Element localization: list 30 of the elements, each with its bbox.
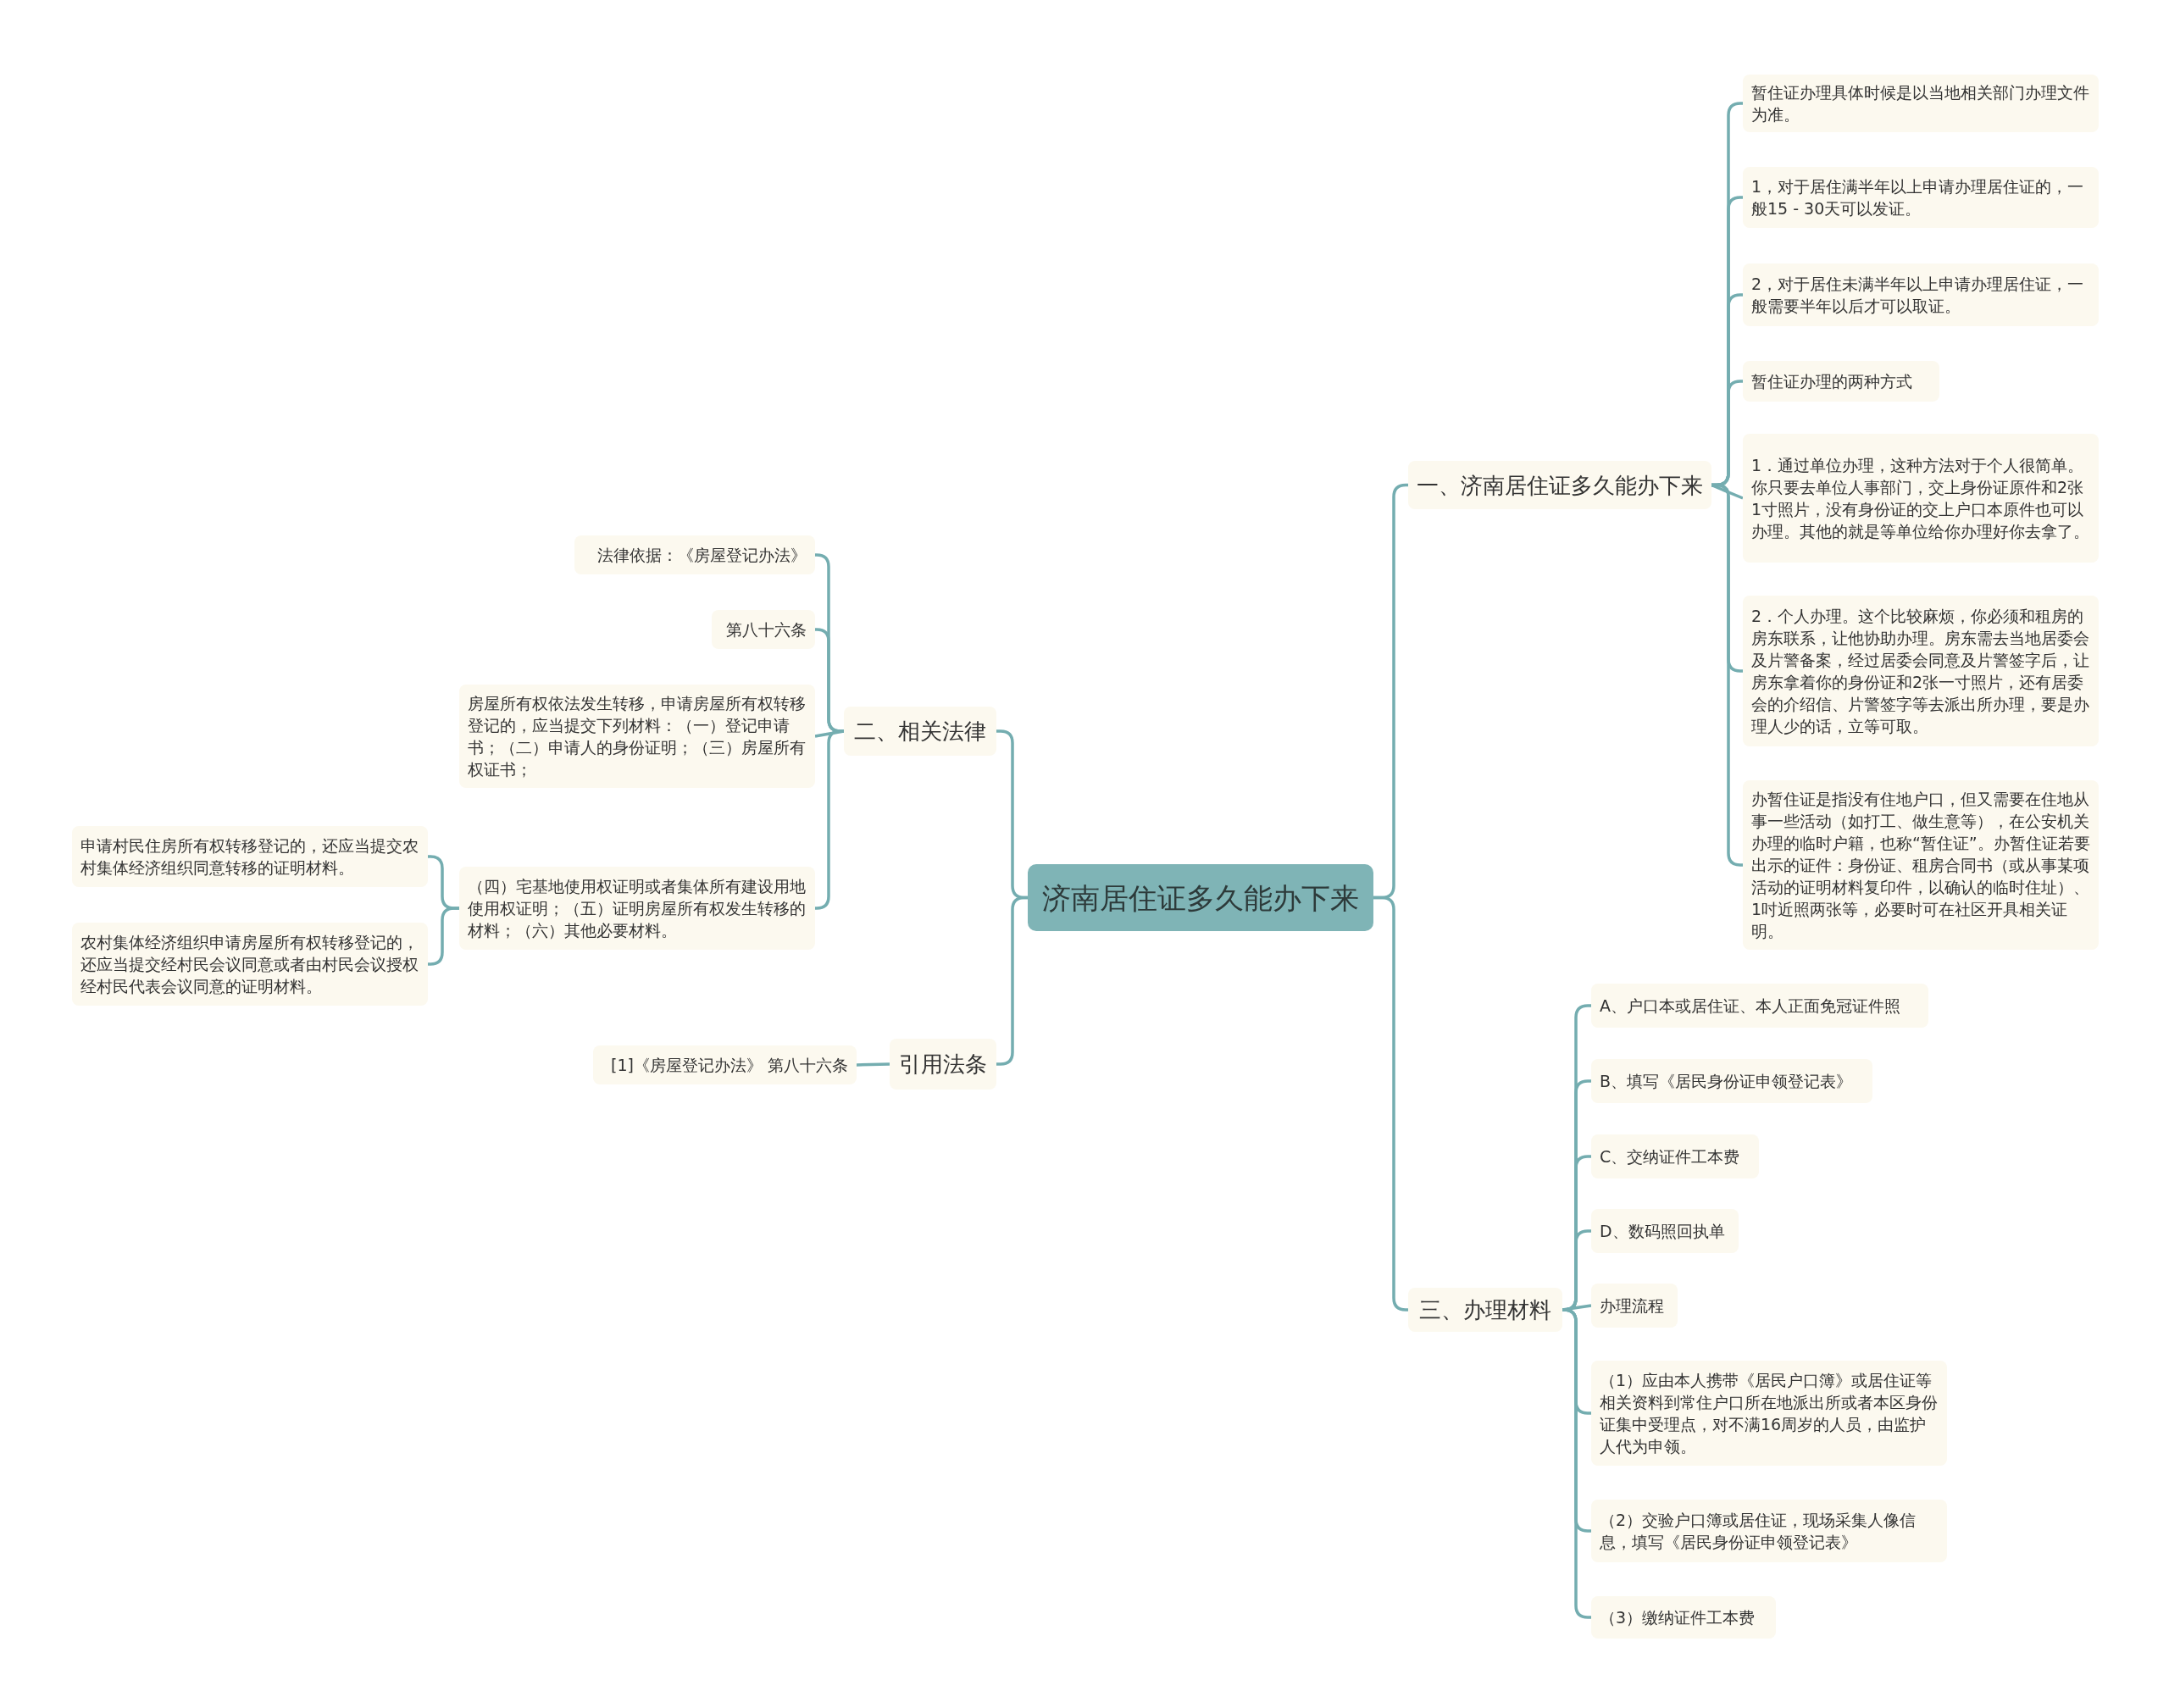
- topic-box: （2）交验户口簿或居住证，现场采集人像信息，填写《居民身份证申领登记表》: [1591, 1500, 1947, 1562]
- topic-box: 办暂住证是指没有住地户口，但又需要在住地从事一些活动（如打工、做生意等），在公安机关办理的临时户籍，也称“暂住证”。办暂住证若要出示的证件：身份证、租房合同书（或从事某项活动的证明材料复印件，以确认的临时住址）、1吋近照两张等，必要时可在社区开具相关证明。: [1743, 780, 2099, 950]
- topic-box: A、户口本或居住证、本人正面免冠证件照: [1591, 984, 1928, 1028]
- topic-box: （四）宅基地使用权证明或者集体所有建设用地使用权证明；（五）证明房屋所有权发生转移的材料；（六）其他必要材料。: [459, 867, 815, 950]
- topic-box: 第八十六条: [712, 610, 815, 649]
- topic-box: （1）应由本人携带《居民户口簿》或居住证等相关资料到常住户口所在地派出所或者本区身份证集中受理点，对不满16周岁的人员，由监护人代为申领。: [1591, 1361, 1947, 1466]
- branch-topic-box: 一、济南居住证多久能办下来: [1408, 461, 1711, 509]
- central-topic-box: 济南居住证多久能办下来: [1028, 864, 1373, 931]
- branch-topic-box: 引用法条: [890, 1039, 996, 1090]
- topic-box: 2．个人办理。这个比较麻烦，你必须和租房的房东联系，让他协助办理。房东需去当地居委会及片警备案，经过居委会同意及片警签字后，让房东拿着你的身份证和2张一寸照片，还有居委会的介绍信、片警签字等去派出所办理，要是办理人少的话，立等可取。: [1743, 596, 2099, 746]
- topic-box: 1，对于居住满半年以上申请办理居住证的，一般15 - 30天可以发证。: [1743, 167, 2099, 228]
- branch-topic-box: 二、相关法律: [844, 707, 996, 756]
- connector-line: [996, 896, 1028, 1066]
- topic-box: 申请村民住房所有权转移登记的，还应当提交农村集体经济组织同意转移的证明材料。: [72, 826, 428, 887]
- connector-line: [856, 1062, 890, 1067]
- topic-box: C、交纳证件工本费: [1591, 1134, 1759, 1178]
- topic-box: 法律依据：《房屋登记办法》: [574, 535, 815, 574]
- topic-box: [1]《房屋登记办法》 第八十六条: [593, 1045, 857, 1084]
- branch-topic-box: 三、办理材料: [1408, 1288, 1562, 1332]
- topic-box: 1．通过单位办理，这种方法对于个人很简单。你只要去单位人事部门，交上身份证原件和2张1寸照片，没有身份证的交上户口本原件也可以办理。其他的就是等单位给你办理好你去拿了。: [1743, 434, 2099, 563]
- connector-line: [428, 907, 459, 966]
- topic-box: 房屋所有权依法发生转移，申请房屋所有权转移登记的，应当提交下列材料：（一）登记申请书；（二）申请人的身份证明；（三）房屋所有权证书；: [459, 685, 815, 788]
- topic-box: （3）缴纳证件工本费: [1591, 1596, 1776, 1639]
- topic-box: 暂住证办理的两种方式: [1743, 361, 1939, 402]
- topic-box: D、数码照回执单: [1591, 1209, 1739, 1253]
- topic-box: 办理流程: [1591, 1284, 1678, 1328]
- topic-box: 2，对于居住未满半年以上申请办理居住证，一般需要半年以后才可以取证。: [1743, 263, 2099, 326]
- topic-box: B、填写《居民身份证申领登记表》: [1591, 1059, 1872, 1103]
- topic-box: 暂住证办理具体时候是以当地相关部门办理文件为准。: [1743, 75, 2099, 132]
- topic-box: 农村集体经济组织申请房屋所有权转移登记的，还应当提交经村民会议同意或者由村民会议授权经村民代表会议同意的证明材料。: [72, 923, 428, 1006]
